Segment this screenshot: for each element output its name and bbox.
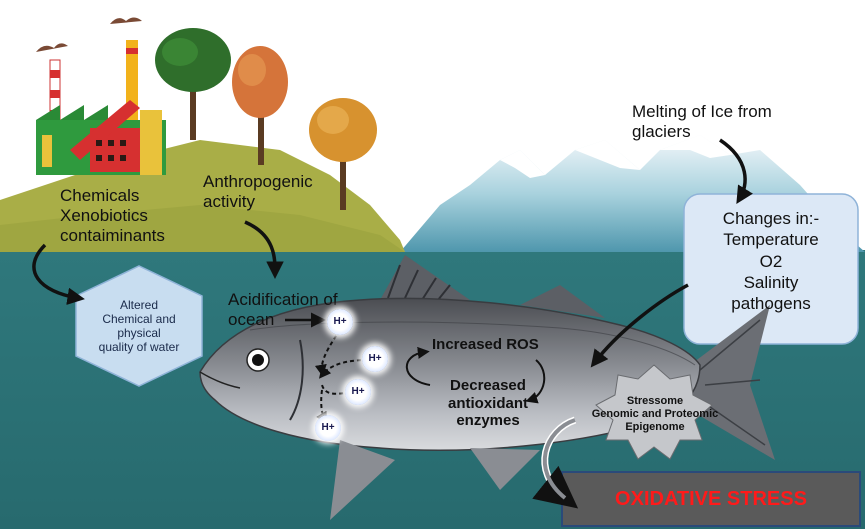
- arrow-changes-to-fish: [590, 283, 689, 368]
- arrow-anthropogenic-to-ocean: [244, 220, 284, 279]
- water-quality-label: Altered Chemical and physical quality of…: [98, 298, 180, 355]
- tree-orange-icon: [232, 46, 288, 165]
- stressome-label: Stressome Genomic and Proteomic Epigenom…: [591, 395, 719, 433]
- hydrogen-ion-2: H+: [362, 346, 388, 372]
- changes-label: Changes in:- Temperature O2 Salinity pat…: [722, 209, 820, 313]
- water-quality-hexagon: [75, 265, 203, 387]
- oxidative-stress-label: OXIDATIVE STRESS: [615, 488, 807, 510]
- tree-green-icon: [155, 28, 231, 140]
- hydrogen-ion-3: H+: [345, 379, 371, 405]
- increased-ros-label: Increased ROS: [432, 336, 539, 353]
- acidification-label: Acidification of ocean: [228, 290, 338, 330]
- decreased-enzymes-label: Decreased antioxidant enzymes: [447, 377, 528, 430]
- chemicals-label: Chemicals Xenobiotics contaiminants: [60, 186, 165, 246]
- arrow-ros-loop: [405, 346, 431, 386]
- anthropogenic-label: Anthropogenic activity: [203, 172, 313, 212]
- tree-autumn-icon: [309, 98, 377, 210]
- arrow-enzymes-loop: [525, 359, 546, 404]
- oxidative-stress-box: [561, 471, 861, 527]
- hydrogen-ion-4: H+: [315, 415, 341, 441]
- factory-icon: [36, 17, 166, 175]
- stressome-burst: [595, 364, 713, 460]
- arrow-ion-dashed-2: [318, 359, 369, 379]
- melting-label: Melting of Ice from glaciers: [632, 102, 772, 142]
- hydrogen-ion-1: H+: [327, 309, 353, 335]
- arrow-melting-to-changes: [719, 138, 753, 204]
- changes-box: [683, 193, 859, 345]
- arrow-chemicals-to-water: [32, 243, 85, 305]
